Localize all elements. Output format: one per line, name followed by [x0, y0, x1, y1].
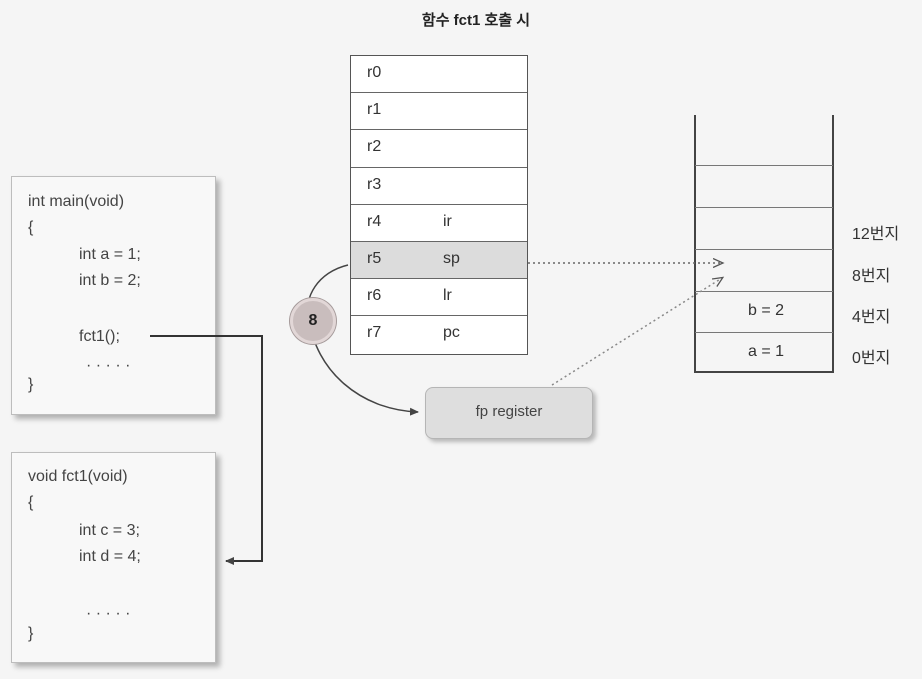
register-row-r0: r0 — [351, 56, 527, 94]
register-alias: lr — [443, 287, 452, 305]
register-row-r1: r1 — [351, 93, 527, 131]
stack-value-b: b = 2 — [747, 302, 785, 319]
register-row-r4: r4 ir — [351, 205, 527, 242]
register-name: r7 — [367, 324, 382, 342]
stack-bottom — [694, 371, 834, 373]
fct1-code-box: void fct1(void) { int c = 3; int d = 4; … — [11, 452, 216, 663]
code-line: void fct1(void) — [28, 468, 128, 485]
register-name: r3 — [367, 175, 382, 193]
code-line: int main(void) — [28, 193, 125, 210]
register-name: r0 — [367, 64, 382, 81]
register-name: r1 — [367, 101, 382, 119]
code-line: int c = 3; — [79, 522, 140, 539]
fp-register-box: fp register — [425, 387, 593, 439]
register-name: r6 — [367, 287, 382, 305]
register-row-r7: r7 pc — [351, 316, 527, 353]
register-row-r2: r2 — [351, 130, 527, 168]
code-line: { — [28, 494, 34, 511]
register-row-r5: r5 sp — [351, 241, 527, 280]
main-code-box: int main(void) { int a = 1; int b = 2; f… — [11, 176, 216, 415]
code-line: int b = 2; — [79, 272, 141, 289]
step-badge: 8 — [290, 298, 336, 344]
code-line: } — [28, 625, 34, 642]
address-label: 12번지 — [852, 226, 900, 243]
address-label: 4번지 — [852, 309, 891, 326]
address-label: 8번지 — [852, 268, 891, 285]
register-row-r3: r3 — [351, 168, 527, 205]
code-line: int a = 1; — [79, 246, 141, 263]
register-alias: ir — [443, 212, 452, 230]
register-name: r5 — [367, 249, 382, 267]
code-line: int d = 4; — [79, 548, 141, 565]
code-line: fct1(); — [79, 328, 120, 345]
stack-divider — [695, 165, 833, 166]
address-label: 0번지 — [852, 350, 891, 367]
stack-left-wall — [694, 115, 696, 373]
call-arrow — [150, 335, 263, 565]
stack-divider — [695, 332, 833, 333]
register-row-r6: r6 lr — [351, 279, 527, 317]
diagram-title: 함수 fct1 호출 시 — [421, 12, 531, 29]
code-line: · · · · · — [86, 605, 131, 622]
stack-value-a: a = 1 — [747, 343, 785, 360]
code-line: } — [28, 376, 34, 393]
fp-pointer-arrow — [551, 278, 722, 386]
register-name: r2 — [367, 138, 382, 156]
register-name: r4 — [367, 212, 382, 230]
stack-divider — [695, 207, 833, 208]
register-table: r0 r1 r2 r3 r4 ir r5 sp r6 lr r7 pc — [350, 55, 528, 355]
code-line: { — [28, 219, 34, 236]
stack-right-wall — [832, 115, 834, 373]
register-alias: sp — [443, 249, 460, 267]
register-alias: pc — [443, 324, 460, 342]
code-line: · · · · · — [86, 357, 131, 374]
stack-divider — [695, 249, 833, 250]
stack-divider — [695, 291, 833, 292]
